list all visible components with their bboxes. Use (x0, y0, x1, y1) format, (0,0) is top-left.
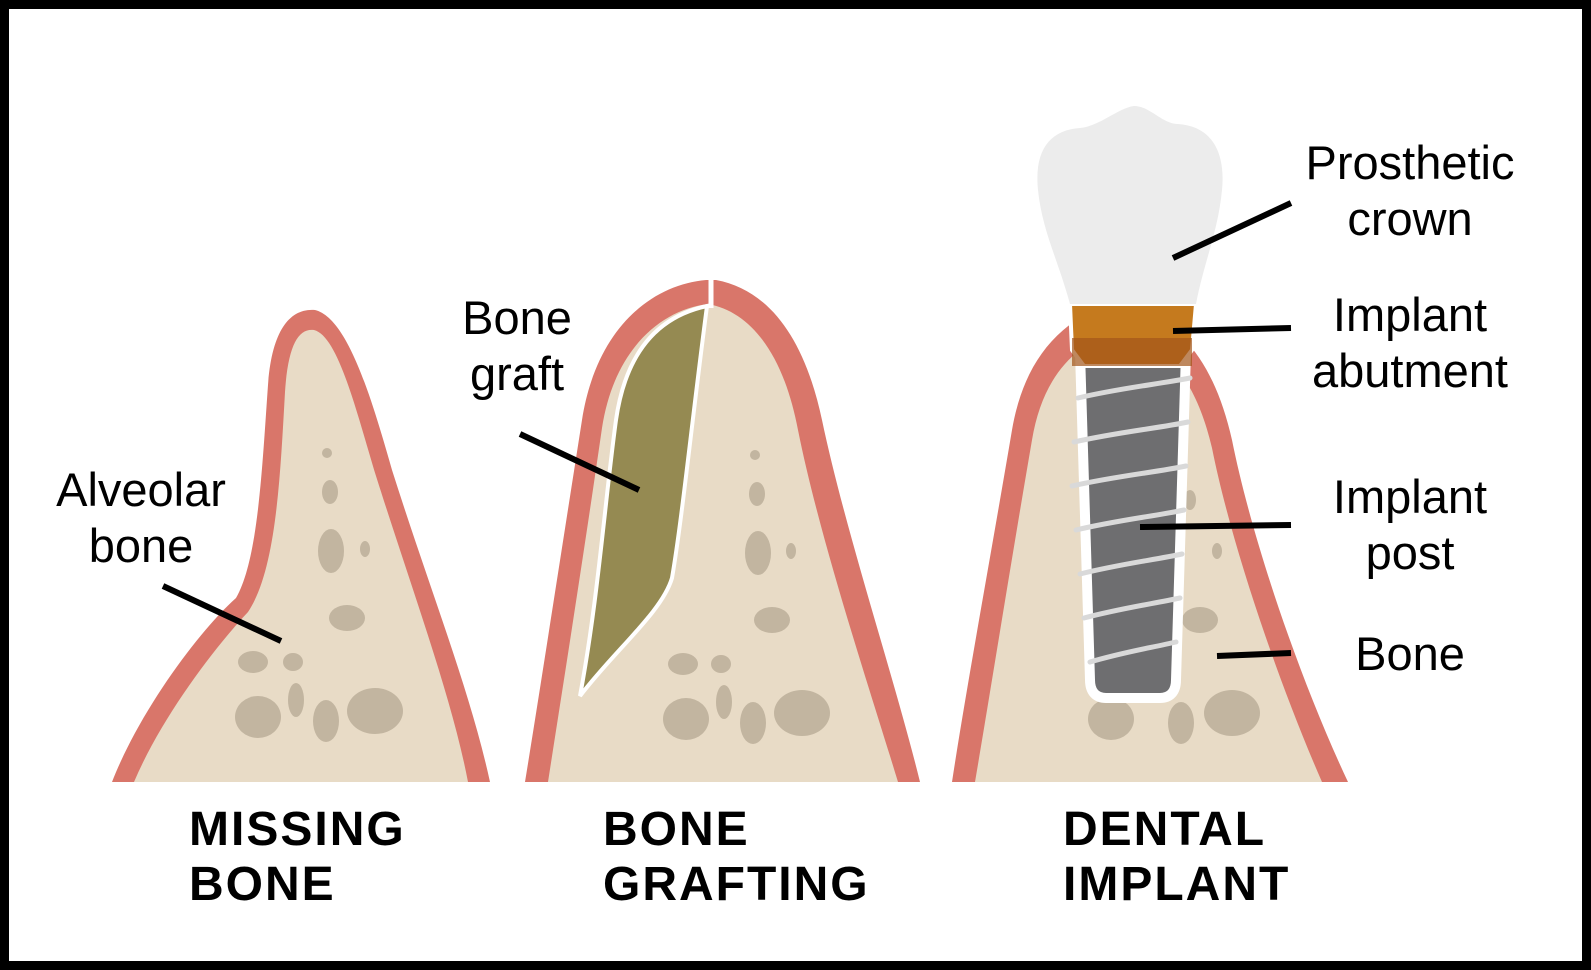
callout-line2: post (1365, 526, 1455, 579)
callout-line1: Bone (462, 291, 572, 344)
leader-lines (161, 200, 1293, 659)
alveolar-bone (134, 329, 468, 782)
bone-pores (235, 448, 403, 742)
missing-bone-illustration (112, 309, 490, 782)
callout-line2: graft (469, 347, 565, 400)
callout-implant-abutment: Implant abutment (1290, 287, 1530, 399)
bone-grafting-illustration (525, 276, 920, 782)
callout-line1: Alveolar (56, 463, 226, 516)
dental-implant-illustration (952, 106, 1348, 782)
panel-title-line1: MISSING (189, 803, 406, 856)
leader-bone-graft (518, 431, 641, 493)
implant-post-threads (1069, 375, 1193, 665)
callout-implant-post: Implant post (1290, 469, 1530, 581)
callout-bone-graft: Bone graft (420, 290, 614, 402)
panel-title-line2: GRAFTING (603, 858, 870, 911)
callout-prosthetic-crown: Prosthetic crown (1290, 135, 1530, 247)
abutment-shade (1072, 338, 1192, 366)
callout-alveolar-bone: Alveolar bone (36, 462, 246, 574)
panel-title-line2: BONE (189, 858, 336, 911)
callout-line2: bone (88, 519, 194, 572)
callout-line1: Implant (1332, 470, 1488, 523)
bone-graft-material (578, 303, 710, 698)
prosthetic-crown (1037, 106, 1223, 304)
leader-alveolar-bone (161, 583, 283, 644)
callout-line2: abutment (1312, 344, 1508, 397)
leader-bone (1216, 650, 1292, 659)
bone-pores (1088, 490, 1260, 744)
callout-line1: Bone (1355, 627, 1465, 680)
callout-line1: Prosthetic (1305, 136, 1515, 189)
callout-line1: Implant (1332, 288, 1488, 341)
panel-title-line2: IMPLANT (1063, 858, 1291, 911)
leader-implant-abutment (1172, 325, 1292, 334)
leader-prosthetic-crown (1171, 200, 1293, 261)
bone-pores (663, 450, 830, 744)
panel-title-missing-bone: MISSING BONE (189, 802, 406, 912)
panel-title-bone-grafting: BONE GRAFTING (603, 802, 870, 912)
panel-title-line1: BONE (603, 803, 750, 856)
panel-title-dental-implant: DENTAL IMPLANT (1063, 802, 1290, 912)
callout-line2: crown (1347, 192, 1473, 245)
panel-title-line1: DENTAL (1063, 803, 1267, 856)
leader-implant-post (1139, 522, 1292, 530)
callout-bone: Bone (1290, 626, 1530, 682)
